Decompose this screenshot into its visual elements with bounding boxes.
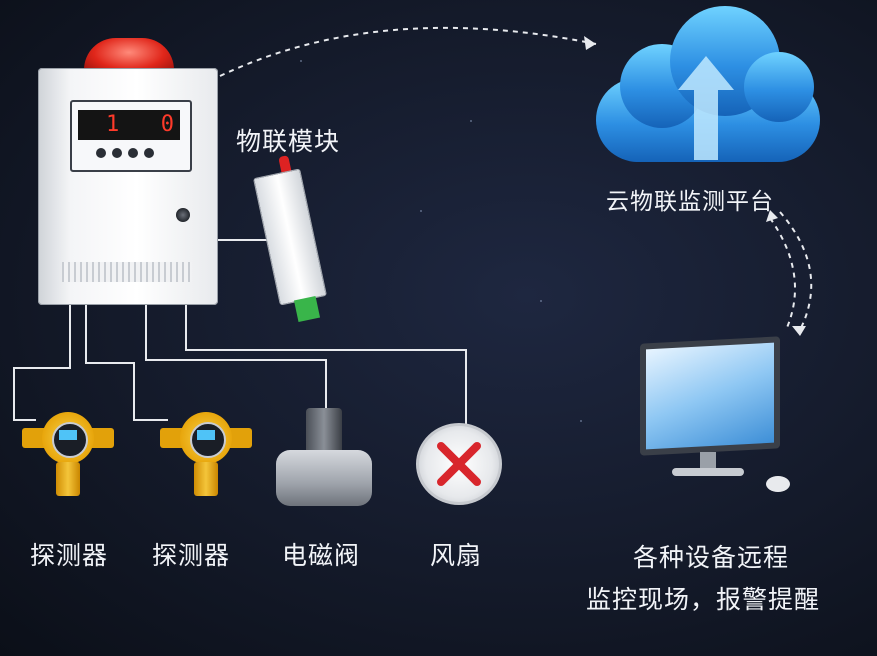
fan-label: 风扇 (430, 541, 483, 570)
gas-detector-icon (22, 398, 114, 498)
cloud-platform-label: 云物联监测平台 (606, 189, 774, 215)
solenoid-valve-label: 电磁阀 (282, 541, 361, 570)
arrowhead-down (792, 326, 806, 336)
controller-key (128, 148, 138, 158)
detector-2-label: 探测器 (152, 541, 231, 570)
star-dot (420, 210, 422, 212)
monitor-screen (646, 342, 774, 450)
star-dot (540, 300, 542, 302)
display-right-digit: 0 (160, 112, 174, 137)
iot-module-label: 物联模块 (236, 127, 341, 156)
monitor-base (672, 468, 744, 476)
controller-vent (62, 262, 192, 282)
wire-fan (185, 305, 467, 425)
arrowhead-cloud (584, 36, 596, 50)
exhaust-fan-icon (416, 423, 502, 505)
controller-key (112, 148, 122, 158)
star-dot (580, 420, 582, 422)
dashed-link-to-cloud (219, 26, 597, 77)
mouse-icon (766, 476, 790, 492)
remote-label-line-1: 各种设备远程 (633, 543, 790, 572)
monitor-stand (700, 452, 716, 472)
controller-display: 1 0 (78, 110, 180, 140)
dashed-link-cloud-monitor-a (779, 211, 813, 331)
cloud-upload-icon (596, 0, 820, 170)
remote-label-line-2: 监控现场，报警提醒 (586, 585, 821, 614)
controller-key (96, 148, 106, 158)
solenoid-valve-icon (306, 408, 342, 454)
module-connector (293, 295, 321, 323)
dashed-link-cloud-monitor-b (769, 217, 796, 331)
wire-detector-2 (85, 305, 168, 421)
valve-body (276, 450, 372, 506)
arrowhead-up (766, 210, 778, 222)
gas-detector-icon (160, 398, 252, 498)
controller-key (144, 148, 154, 158)
star-dot (300, 60, 302, 62)
detector-1-label: 探测器 (30, 541, 109, 570)
star-dot (470, 120, 472, 122)
lock-icon (176, 208, 190, 222)
wire-detector-1 (13, 305, 71, 421)
display-left-digit: 1 (106, 112, 120, 137)
wire-valve (145, 305, 327, 408)
